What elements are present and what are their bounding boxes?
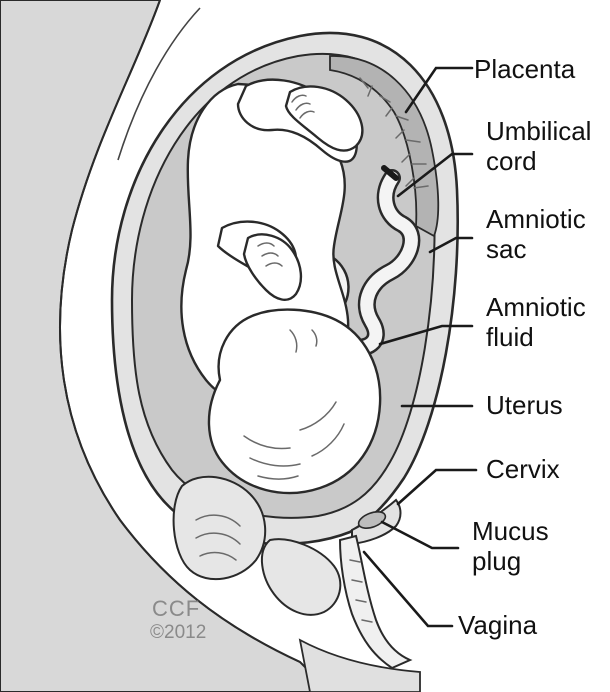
label-mucus-plug: Mucus plug <box>472 516 549 576</box>
label-amniotic-sac-line2: sac <box>486 234 586 264</box>
label-amniotic-fluid-line2: fluid <box>486 322 586 352</box>
label-umbilical-cord-line2: cord <box>486 146 591 176</box>
label-umbilical-cord: Umbilical cord <box>486 116 591 176</box>
label-placenta: Placenta <box>474 54 575 84</box>
label-mucus-plug-line1: Mucus <box>472 516 549 546</box>
label-amniotic-fluid-line1: Amniotic <box>486 292 586 322</box>
label-mucus-plug-line2: plug <box>472 546 549 576</box>
label-uterus: Uterus <box>486 390 563 420</box>
label-vagina: Vagina <box>458 610 537 640</box>
credit-org: CCF <box>152 596 200 622</box>
label-cervix: Cervix <box>486 454 560 484</box>
credit-year: ©2012 <box>150 622 206 644</box>
label-amniotic-sac-line1: Amniotic <box>486 204 586 234</box>
label-umbilical-cord-line1: Umbilical <box>486 116 591 146</box>
label-amniotic-sac: Amniotic sac <box>486 204 586 264</box>
label-amniotic-fluid: Amniotic fluid <box>486 292 586 352</box>
